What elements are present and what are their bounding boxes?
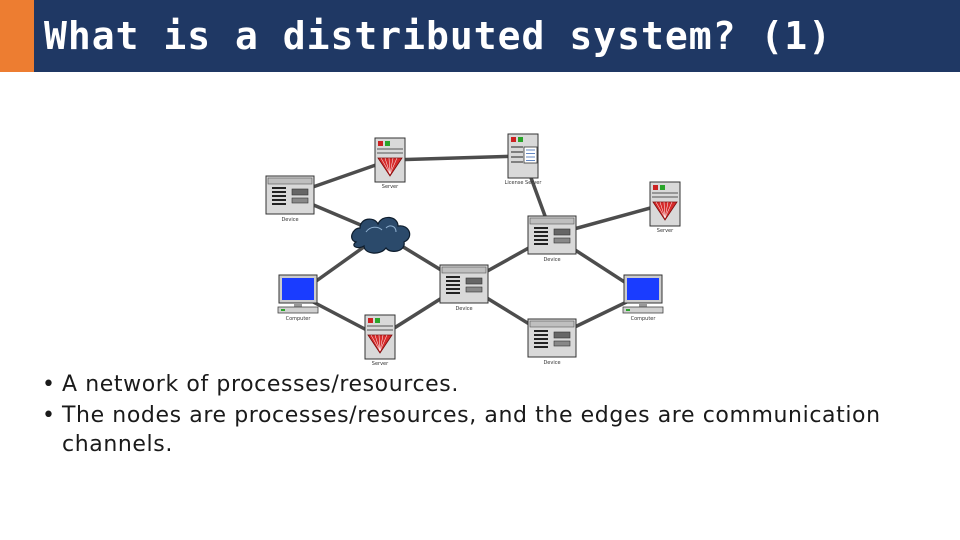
bullet-item: • The nodes are processes/resources, and… bbox=[42, 401, 922, 459]
server-icon: Server bbox=[364, 314, 396, 367]
node-label: License Server bbox=[505, 180, 543, 186]
bullet-text: A network of processes/resources. bbox=[62, 372, 459, 397]
node-label: Device bbox=[543, 257, 560, 263]
edges bbox=[288, 154, 667, 340]
device-icon: Device bbox=[527, 215, 577, 263]
node-label: Server bbox=[657, 228, 674, 234]
device-icon: Device bbox=[439, 264, 489, 312]
computer-icon: Computer bbox=[277, 274, 319, 322]
cloud-icon bbox=[351, 216, 411, 254]
bullet-text: The nodes are processes/resources, and t… bbox=[62, 403, 881, 457]
node-label: Device bbox=[543, 360, 560, 366]
node-label: Device bbox=[281, 217, 298, 223]
node-label: Server bbox=[382, 184, 399, 190]
device-icon: Device bbox=[527, 318, 577, 366]
server-icon: Server bbox=[374, 137, 406, 190]
node-label: Computer bbox=[286, 316, 312, 322]
server-icon: Server bbox=[649, 181, 681, 234]
title-accent bbox=[0, 0, 34, 72]
node-label: Device bbox=[455, 306, 472, 312]
bullet-list: • A network of processes/resources. • Th… bbox=[42, 370, 922, 461]
device-icon: Device bbox=[265, 175, 315, 223]
bullet-marker: • bbox=[42, 403, 56, 428]
node-label: Server bbox=[372, 361, 389, 367]
computer-icon: Computer bbox=[622, 274, 664, 322]
document-server-icon: License Server bbox=[505, 133, 543, 186]
bullet-marker: • bbox=[42, 372, 56, 397]
slide-title: What is a distributed system? (1) bbox=[44, 14, 832, 58]
network-edge bbox=[388, 154, 525, 162]
bullet-item: • A network of processes/resources. bbox=[42, 370, 922, 399]
title-bar bbox=[0, 0, 960, 72]
node-label: Computer bbox=[631, 316, 657, 322]
